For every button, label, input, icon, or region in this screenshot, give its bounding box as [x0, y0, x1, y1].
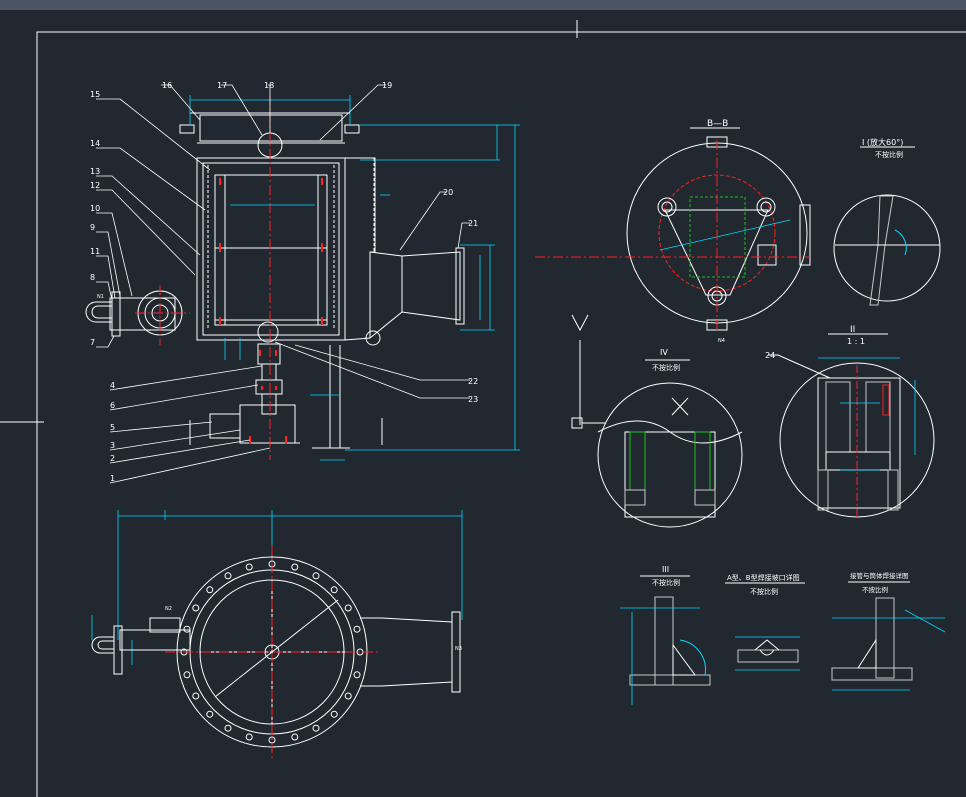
balloon: 8	[90, 273, 95, 282]
bolt-hole	[330, 586, 338, 594]
view-note: 不按比例	[652, 578, 680, 587]
bolt-hole	[183, 671, 191, 679]
view-scale: 1 : 1	[847, 337, 865, 346]
bolt-hole	[291, 733, 299, 741]
balloon: 1	[110, 474, 115, 483]
balloon: 11	[90, 247, 100, 256]
leader-lines	[96, 84, 470, 484]
bolt-hole	[330, 710, 338, 718]
bolt-hole	[192, 692, 200, 700]
balloon: 9	[90, 223, 95, 232]
part-balloons-top: 17 18 19	[217, 81, 392, 90]
balloon: 18	[264, 81, 274, 90]
view-title: 接管与筒体焊接详图	[850, 571, 909, 580]
window-title-bar	[0, 0, 966, 10]
bolt-hole	[312, 572, 320, 580]
detail-iii-view: III 不按比例	[620, 565, 711, 705]
bolt-hole	[344, 604, 352, 612]
balloon: 24	[765, 351, 775, 360]
drawing-frame	[0, 20, 966, 797]
bolt-hole	[192, 604, 200, 612]
bolt-hole	[291, 563, 299, 571]
detail-iv-view: IV 不按比例	[571, 314, 743, 528]
nozzle-marks: N1 N2 N3 N4	[97, 294, 725, 652]
balloon: 13	[90, 167, 100, 176]
view-title: B—B	[707, 119, 728, 129]
view-title: A型、B型焊接坡口详图	[727, 573, 800, 582]
balloon: 21	[468, 219, 478, 228]
balloon: 23	[468, 395, 478, 404]
view-title: I (放大60°)	[862, 137, 903, 147]
bolt-hole	[224, 572, 232, 580]
balloon: 2	[110, 454, 115, 463]
bolt-hole	[245, 563, 253, 571]
nozzle-label: N2	[165, 606, 172, 612]
bolt-hole	[224, 724, 232, 732]
weld-detail-a-view: A型、B型焊接坡口详图 不按比例	[725, 573, 805, 671]
balloon: 16	[162, 81, 172, 90]
balloon: 14	[90, 139, 100, 148]
view-title: II	[850, 325, 855, 335]
section-bb-view: B—B	[535, 119, 811, 331]
detail-ii-view: II 1 : 1 24	[765, 325, 935, 520]
view-note: 不按比例	[652, 363, 680, 372]
balloon: 3	[110, 441, 115, 450]
bolt-hole	[353, 671, 361, 679]
view-title: III	[662, 565, 669, 574]
view-note: 不按比例	[875, 150, 903, 159]
bolt-hole	[312, 724, 320, 732]
balloon: 22	[468, 377, 478, 386]
balloon: 4	[110, 381, 115, 390]
nozzle-label: N1	[97, 294, 104, 300]
bolt-hole	[353, 625, 361, 633]
bolt-hole	[344, 692, 352, 700]
bolt-hole	[206, 586, 214, 594]
balloon: 10	[90, 204, 100, 213]
main-elevation-view	[85, 95, 520, 461]
balloon: 5	[110, 423, 115, 432]
weld-detail-b-view: 接管与筒体焊接详图 不按比例	[831, 571, 946, 691]
balloon: 17	[217, 81, 227, 90]
bolt-hole	[245, 733, 253, 741]
plan-view	[91, 510, 463, 760]
view-note: 不按比例	[750, 587, 778, 596]
part-balloons-left: 16 15 14 13 12 10 9 11 8 7 4 6 5 3 2 1	[90, 81, 172, 483]
balloon: 15	[90, 90, 100, 99]
nozzle-label: N3	[455, 646, 462, 652]
bolt-hole	[183, 625, 191, 633]
nozzle-label: N4	[718, 338, 725, 344]
detail-i-view: I (放大60°) 不按比例	[833, 137, 941, 306]
balloon: 7	[90, 338, 95, 347]
view-title: IV	[660, 348, 668, 357]
balloon: 12	[90, 181, 100, 190]
view-note: 不按比例	[862, 585, 888, 594]
balloon: 6	[110, 401, 115, 410]
balloon: 19	[382, 81, 392, 90]
bolt-hole	[206, 710, 214, 718]
cad-drawing-canvas[interactable]: 16 15 14 13 12 10 9 11 8 7 4 6 5 3 2 1 1…	[0, 10, 966, 797]
balloon: 20	[443, 188, 453, 197]
part-balloons-right: 20 21 22 23	[443, 188, 478, 404]
